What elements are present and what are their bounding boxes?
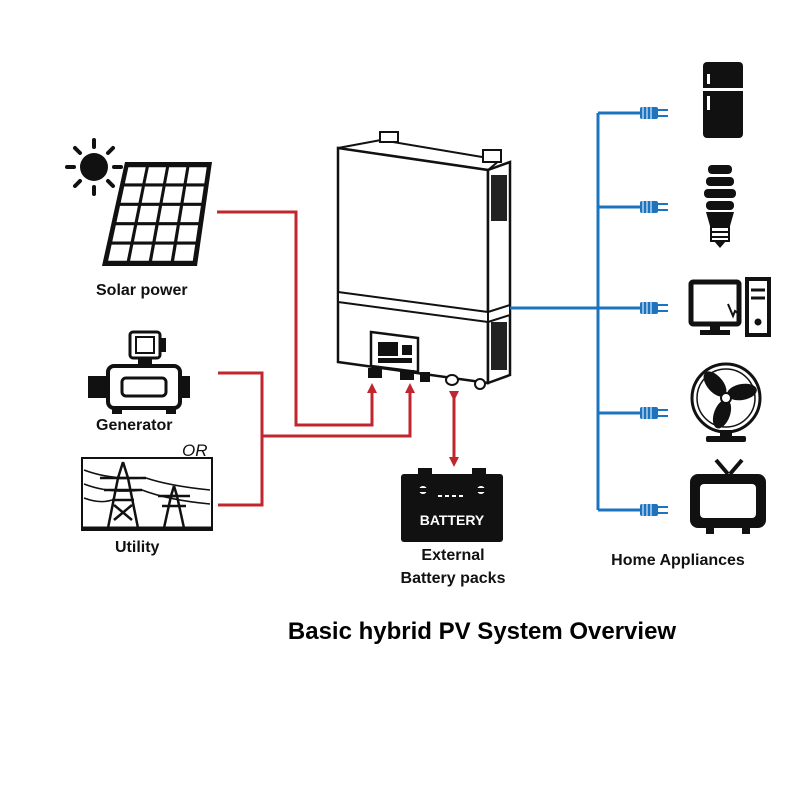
solar-cell	[180, 205, 201, 223]
solar-panel-icon	[102, 162, 212, 266]
solar-cell	[116, 205, 138, 223]
ac-input-wires	[217, 210, 415, 507]
hybrid-inverter	[336, 131, 512, 390]
computer-icon	[688, 277, 771, 337]
generator-label: Generator	[96, 417, 172, 434]
plug-icon	[640, 407, 658, 419]
solar-power-label: Solar power	[96, 282, 188, 299]
generator-icon	[88, 330, 190, 414]
solar-cell	[183, 186, 204, 203]
generator-utility-bus-wire	[262, 383, 415, 438]
solar-cell	[162, 186, 184, 203]
solar-cell	[159, 205, 180, 223]
battery-icon: BATTERY	[401, 468, 503, 542]
solar-cell	[141, 186, 163, 203]
solar-cell	[134, 225, 156, 242]
load-plugs	[598, 107, 668, 516]
diagram-title: Basic hybrid PV System Overview	[288, 618, 677, 645]
plug-icon	[640, 302, 658, 314]
solar-cell	[155, 225, 177, 242]
home-appliances-label: Home Appliances	[611, 552, 745, 569]
battery-packs-label: Battery packs	[401, 570, 506, 587]
solar-cell	[108, 244, 131, 261]
solar-cell	[174, 244, 196, 261]
solar-cell	[120, 186, 142, 203]
solar-cell	[145, 167, 166, 184]
solar-cell	[152, 244, 174, 261]
external-label: External	[421, 547, 484, 564]
plug-icon	[640, 107, 658, 119]
utility-pylon-icon	[81, 457, 213, 531]
solar-cell	[137, 205, 159, 223]
plug-icon	[640, 201, 658, 213]
battery-label: BATTERY	[420, 512, 485, 528]
sun-icon	[65, 138, 123, 196]
television-icon	[690, 458, 766, 534]
load-bus-wires	[510, 113, 600, 510]
solar-cell	[124, 167, 146, 184]
fan-icon	[690, 362, 762, 442]
generator-wire	[218, 371, 264, 507]
solar-cell	[186, 167, 207, 184]
cfl-bulb-icon	[704, 165, 736, 248]
solar-cell	[166, 167, 187, 184]
refrigerator-icon	[703, 62, 743, 138]
solar-cell	[130, 244, 152, 261]
or-label: OR	[182, 441, 208, 460]
solar-cell	[177, 225, 199, 242]
inverter-display	[369, 330, 420, 374]
solar-cell	[112, 225, 134, 242]
solar-wire	[217, 210, 377, 427]
utility-label: Utility	[115, 539, 160, 556]
plug-icon	[640, 504, 658, 516]
